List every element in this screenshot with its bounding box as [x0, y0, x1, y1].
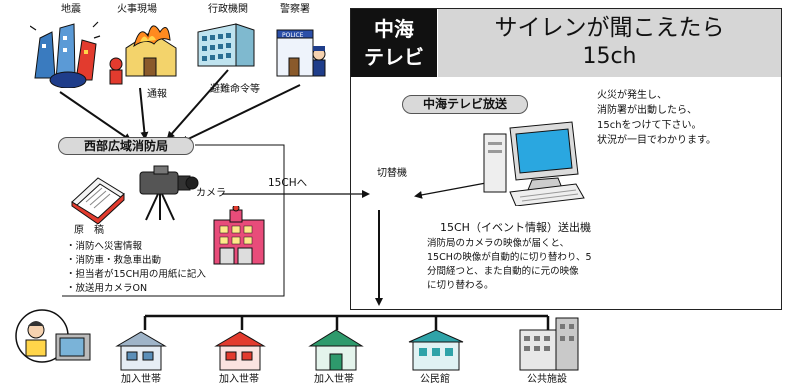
manuscript-label: 原 稿	[74, 225, 104, 236]
viewer-message-line: 火災が発生し、	[597, 90, 667, 101]
fire-dept-note: ・消防へ災害情報	[66, 241, 143, 252]
receiver-label: 加入世帯	[121, 374, 161, 385]
police-station-icon: POLICE	[276, 29, 326, 77]
broadcaster-panel	[350, 8, 782, 310]
svg-text:POLICE: POLICE	[282, 32, 304, 39]
fire-dept-frame	[62, 144, 285, 297]
switch-label: 切替機	[377, 168, 407, 179]
headline-banner: サイレンが聞こえたら 15ch	[438, 9, 781, 77]
broadcaster-logo: 中海 テレビ	[351, 9, 437, 77]
earthquake-label: 地震	[61, 4, 81, 15]
house-icon	[115, 331, 167, 371]
transmitter-line: に切り替わる。	[427, 280, 494, 291]
logo-line1: 中海	[374, 17, 414, 41]
person-watching-tv-icon	[15, 309, 91, 363]
logo-line2: テレビ	[364, 45, 424, 69]
government-building-icon	[197, 23, 255, 67]
viewer-message-line: 消防署が出動したら、	[597, 105, 697, 116]
fire-dept-note: ・放送用カメラON	[66, 283, 148, 294]
computer-icon	[483, 121, 585, 206]
house-icon	[308, 329, 364, 371]
community-hall-icon	[408, 329, 464, 371]
headline-line1: サイレンが聞こえたら	[494, 15, 725, 41]
headline-line2: 15ch	[582, 44, 637, 69]
police-label: 警察署	[280, 4, 310, 15]
transmitter-line: 消防局のカメラの映像が届くと、	[427, 238, 570, 249]
evacuation-label: 避難命令等	[210, 84, 260, 95]
receiver-label: 加入世帯	[314, 374, 354, 385]
transmitter-line: 15CHの映像が自動的に切り替わり、5	[427, 252, 592, 263]
arrow-earthquake	[59, 91, 132, 142]
fire-scene-icon	[109, 25, 177, 85]
camera-label: カメラ	[196, 188, 226, 199]
fire-dept-notes: ・消防へ災害情報 ・消防車・救急車出動 ・担当者が15CH用の用紙に記入 ・放送…	[66, 240, 206, 296]
broadcaster-badge: 中海テレビ放送	[402, 95, 528, 114]
viewer-message-line: 15chをつけて下さい。	[597, 120, 702, 131]
transmitter-description: 消防局のカメラの映像が届くと、 15CHの映像が自動的に切り替わり、5 分間経つ…	[427, 237, 592, 293]
receiver-label: 公共施設	[527, 374, 567, 385]
arrow-police	[180, 84, 301, 143]
camera-icon	[139, 165, 199, 221]
house-icon	[214, 331, 266, 371]
public-facility-icon	[519, 317, 579, 371]
transmitter-title: 15CH（イベント情報）送出機	[440, 221, 591, 234]
earthquake-icon	[30, 21, 101, 88]
viewer-message: 火災が発生し、 消防署が出動したら、 15chをつけて下さい。 状況が一目でわか…	[597, 88, 716, 148]
arrow-government	[166, 69, 229, 140]
fire-dept-note: ・担当者が15CH用の用紙に記入	[66, 269, 206, 280]
viewer-message-line: 状況が一目でわかります。	[597, 135, 716, 146]
report-label: 通報	[147, 89, 167, 100]
fire-scene-label: 火事現場	[117, 4, 157, 15]
to-15ch-label: 15CHへ	[268, 177, 308, 189]
receiver-label: 公民館	[420, 374, 450, 385]
fire-dept-title: 西部広域消防局	[58, 137, 194, 155]
fire-station-icon	[213, 206, 265, 265]
manuscript-icon	[71, 177, 125, 224]
fire-dept-note: ・消防車・救急車出動	[66, 255, 162, 266]
receiver-label: 加入世帯	[219, 374, 259, 385]
transmitter-line: 分間経つと、また自動的に元の映像	[427, 266, 579, 277]
arrow-fire-scene	[139, 87, 149, 140]
government-label: 行政機関	[208, 4, 248, 15]
